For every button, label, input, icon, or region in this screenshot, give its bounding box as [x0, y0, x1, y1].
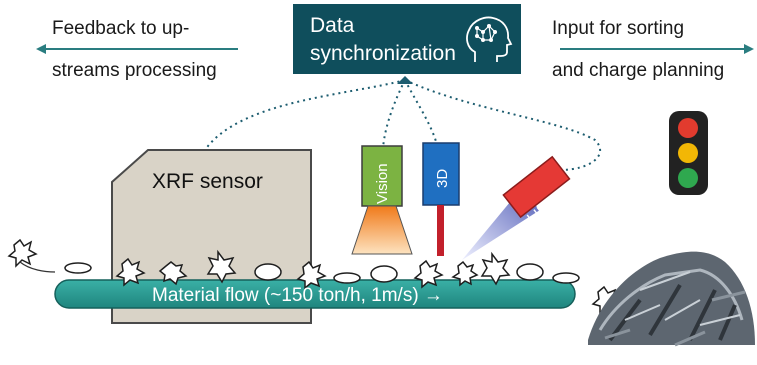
- material-flow-label: Material flow (~150 ton/h, 1m/s) →: [152, 285, 443, 306]
- scrap-metal-pile: [588, 251, 755, 347]
- feedback-arrow: [36, 44, 238, 54]
- vision-light-cone: [351, 205, 413, 255]
- sync-title-line2: synchronization: [310, 42, 456, 65]
- threed-label: 3D: [434, 168, 451, 188]
- input-label-line1: Input for sorting: [552, 18, 685, 39]
- traffic-light-icon: [669, 111, 708, 195]
- input-label-line2: and charge planning: [552, 60, 725, 81]
- data-connections: [204, 79, 602, 171]
- vision-label: Vision: [374, 163, 391, 204]
- input-arrow: [560, 44, 754, 54]
- metal-scrap-fragment-icons: [7, 238, 622, 315]
- feedback-label-line2: streams processing: [52, 60, 217, 81]
- vision-camera: [361, 145, 403, 207]
- xrf-sensor-label: XRF sensor: [152, 170, 263, 193]
- sync-anchor-arrow: [397, 76, 413, 84]
- feedback-label-line1: Feedback to up-: [52, 18, 190, 39]
- data-synchronization-box: Data synchronization: [293, 4, 521, 74]
- libs-sensor: [502, 155, 571, 219]
- sync-title-line1: Data: [310, 14, 355, 37]
- brain-network-icon: [466, 16, 513, 62]
- threed-laser-line: [437, 205, 444, 256]
